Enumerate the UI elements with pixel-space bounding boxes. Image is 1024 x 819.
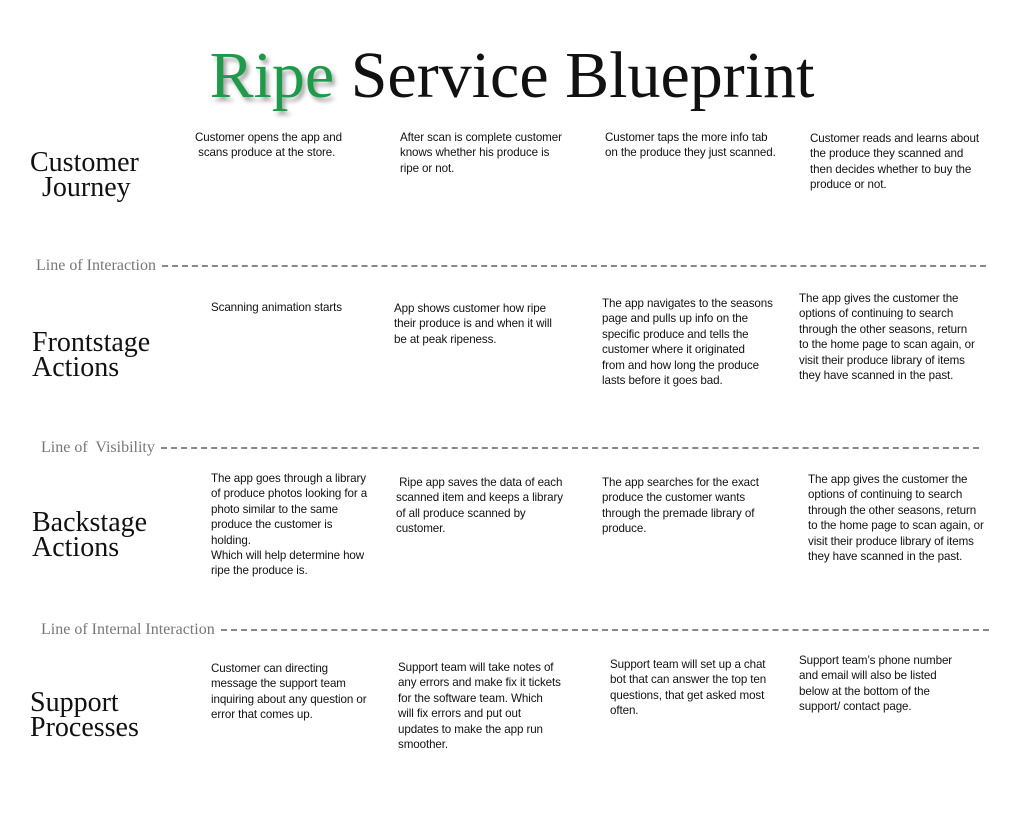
dashed-divider (160, 447, 979, 449)
label-line: Actions (32, 352, 120, 383)
cell-backstage-1: The app goes through a library of produc… (211, 472, 368, 578)
dashed-divider (161, 265, 986, 267)
label-line: Support (30, 687, 119, 718)
line-label: Line of Interaction (36, 257, 156, 274)
cell-frontstage-4: The app gives the customer the options o… (799, 292, 975, 383)
cell-backstage-4: The app gives the customer the options o… (808, 473, 984, 564)
label-line: Backstage (32, 507, 148, 538)
cell-journey-3: Customer taps the more info tab on the p… (605, 131, 776, 160)
label-line: Customer (30, 147, 139, 178)
title-text: Service Blueprint (350, 39, 815, 112)
line-of-interaction: Line of Interaction (36, 256, 986, 276)
cell-support-3: Support team will set up a chat bot that… (610, 658, 767, 718)
cell-frontstage-2: App shows customer how ripe their produc… (394, 302, 552, 346)
line-label: Line of Internal Interaction (41, 621, 215, 638)
cell-backstage-3: The app searches for the exact produce t… (602, 476, 759, 536)
line-of-internal-interaction: Line of Internal Interaction (41, 620, 989, 640)
dashed-divider (220, 629, 989, 631)
line-of-visibility: Line of Visibility (41, 438, 979, 458)
cell-backstage-2: Ripe app saves the data of each scanned … (396, 476, 563, 536)
cell-frontstage-1: Scanning animation starts (211, 301, 342, 314)
cell-journey-1: Customer opens the app and scans produce… (195, 131, 342, 160)
cell-journey-2: After scan is complete customer knows wh… (400, 131, 562, 175)
cell-journey-4: Customer reads and learns about the prod… (810, 132, 979, 192)
cell-support-4: Support team’s phone number and email wi… (799, 654, 953, 714)
line-label: Line of Visibility (41, 439, 155, 456)
cell-frontstage-3: The app navigates to the seasons page an… (602, 297, 773, 388)
brand-name: Ripe (209, 39, 335, 112)
label-line: Journey (42, 172, 131, 203)
page-title: Ripe Service Blueprint (0, 36, 1024, 116)
cell-support-1: Customer can directing message the suppo… (211, 662, 367, 722)
cell-support-2: Support team will take notes of any erro… (398, 661, 561, 752)
label-line: Actions (32, 532, 120, 563)
label-line: Frontstage (32, 327, 151, 358)
label-line: Processes (30, 712, 139, 743)
